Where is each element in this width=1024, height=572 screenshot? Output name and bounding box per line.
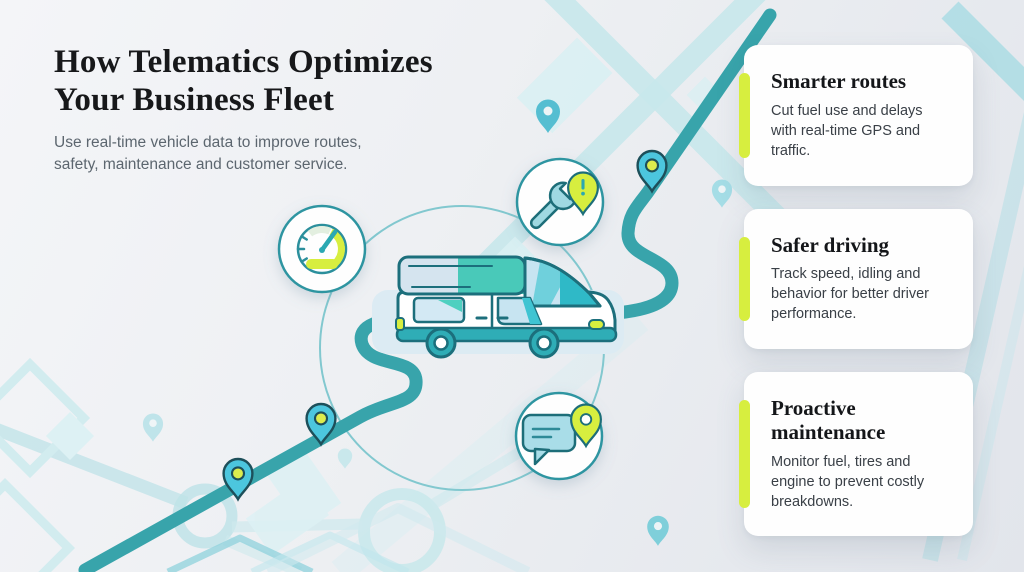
card-accent-bar [739, 73, 750, 158]
card-accent-bar [739, 400, 750, 509]
chat-location-icon [514, 391, 604, 481]
decor-pin-icon [337, 448, 353, 469]
header: How Telematics Optimizes Your Business F… [54, 44, 484, 192]
location-pin-icon [636, 149, 668, 193]
delivery-van [372, 255, 624, 359]
page-title-line1: How Telematics Optimizes [54, 44, 433, 80]
location-pin-icon [305, 402, 337, 446]
info-card-proactive-maintenance: Proactive maintenance Monitor fuel, tire… [739, 372, 973, 537]
wrench-alert-icon [515, 157, 605, 247]
card-accent-bar [739, 236, 750, 322]
card-title: Smarter routes [771, 69, 907, 93]
benefit-cards: Smarter routes Cut fuel use and delays w… [739, 45, 973, 537]
page-subtitle: Use real-time vehicle data to improve ro… [54, 134, 362, 174]
card-title: Proactive maintenance [771, 396, 886, 444]
info-card-smarter-routes: Smarter routes Cut fuel use and delays w… [739, 45, 973, 186]
decor-pin-icon [142, 413, 164, 442]
info-card-safer-driving: Safer driving Track speed, idling and be… [739, 208, 973, 350]
alert-pin-glyph [567, 171, 599, 216]
decor-pin-icon [536, 99, 560, 133]
decor-pin-icon [647, 515, 669, 546]
card-title: Safer driving [771, 232, 890, 257]
wrench-glyph [529, 181, 578, 230]
chat-bubble-glyph [521, 413, 577, 466]
card-body: Monitor fuel, tires and engine to preven… [771, 453, 925, 510]
speedometer-icon [277, 204, 367, 294]
card-body: Track speed, idling and behavior for bet… [771, 266, 929, 323]
location-pin-icon [222, 457, 254, 501]
card-body: Cut fuel use and delays with real-time G… [771, 102, 923, 159]
van-wheel [425, 327, 457, 359]
location-pin-glyph [570, 403, 602, 448]
page-title-line2: Your Business Fleet [54, 81, 335, 118]
route-pins [222, 149, 668, 501]
page-title: How Telematics Optimizes Your Business F… [54, 44, 484, 119]
decor-pin-icon [711, 179, 733, 208]
van-wheel [528, 327, 560, 359]
